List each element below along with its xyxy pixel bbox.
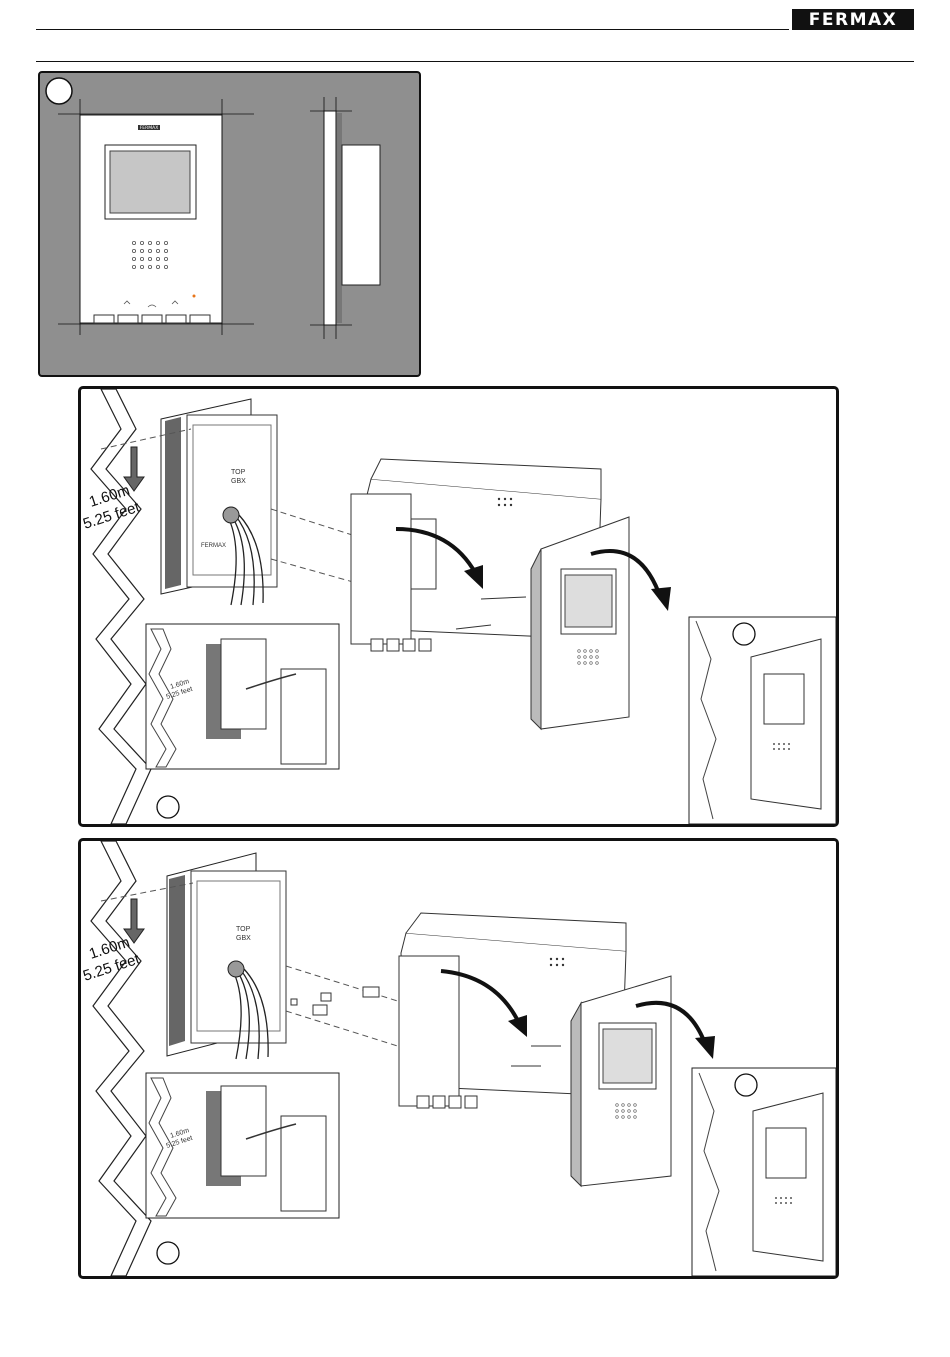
- monitor-side-back-plate: [336, 113, 342, 323]
- step-marker-circle: [46, 78, 72, 104]
- flush-box-c: [191, 871, 286, 1043]
- inset-result-screen-c: [766, 1128, 806, 1178]
- wall-section-zigzag: [91, 389, 151, 824]
- step-marker-c-inset: [735, 1074, 757, 1096]
- monitor-back-b: [351, 494, 411, 644]
- monitor-side-housing: [342, 145, 380, 285]
- wall-shadow: [165, 417, 181, 589]
- header-rule-top: [36, 29, 789, 30]
- monitor-front-screen: [110, 151, 190, 213]
- cable-gland-c: [228, 961, 244, 977]
- inset-bracket-b: [281, 669, 326, 764]
- dimension-figure-panel: FERMAX: [38, 71, 421, 377]
- monitor-c-screen: [603, 1029, 652, 1083]
- inset-result-screen-b: [764, 674, 804, 724]
- step-marker-b-inset: [733, 623, 755, 645]
- flush-box-label-sub: GBX: [231, 478, 246, 485]
- monitor-front-buttons: [94, 315, 210, 323]
- installation-drawing-b: TOP GBX FERMAX 1.60m 5.25 feet: [81, 389, 836, 824]
- monitor-front-logo-text: FERMAX: [140, 125, 159, 131]
- status-led: [193, 295, 196, 298]
- step-marker-b: [157, 796, 179, 818]
- monitor-b-side: [531, 549, 541, 729]
- step-marker-c: [157, 1242, 179, 1264]
- monitor-side-body: [324, 111, 336, 325]
- flush-box-label-sub-c: GBX: [236, 935, 251, 942]
- inset-box-c: [221, 1086, 266, 1176]
- dimension-drawing: FERMAX: [40, 73, 423, 379]
- installation-drawing-c: TOP GBX 1.60m 5.25 feet: [81, 841, 836, 1276]
- installation-figure-panel-c: TOP GBX 1.60m 5.25 feet: [78, 838, 839, 1279]
- connectors-c: [291, 987, 379, 1015]
- wall-shadow-c: [169, 875, 185, 1046]
- flush-box: [187, 415, 277, 587]
- flush-box-label-top-c: TOP: [236, 926, 251, 933]
- cable-gland-b: [223, 507, 239, 523]
- rotation-arrowhead-b2: [651, 587, 671, 611]
- brand-logo: FERMAX: [792, 9, 914, 30]
- monitor-back-c: [399, 956, 459, 1106]
- monitor-b-screen: [565, 575, 612, 627]
- installation-figure-panel-b: TOP GBX FERMAX 1.60m 5.25 feet: [78, 386, 839, 827]
- rotation-arrowhead-c2: [695, 1036, 715, 1059]
- flush-box-mark: FERMAX: [201, 543, 226, 549]
- monitor-c-side: [571, 1003, 581, 1186]
- wall-section-zigzag-c: [91, 841, 151, 1276]
- flush-box-label-top: TOP: [231, 469, 246, 476]
- header-rule-bottom: [36, 61, 914, 62]
- inset-bracket-c: [281, 1116, 326, 1211]
